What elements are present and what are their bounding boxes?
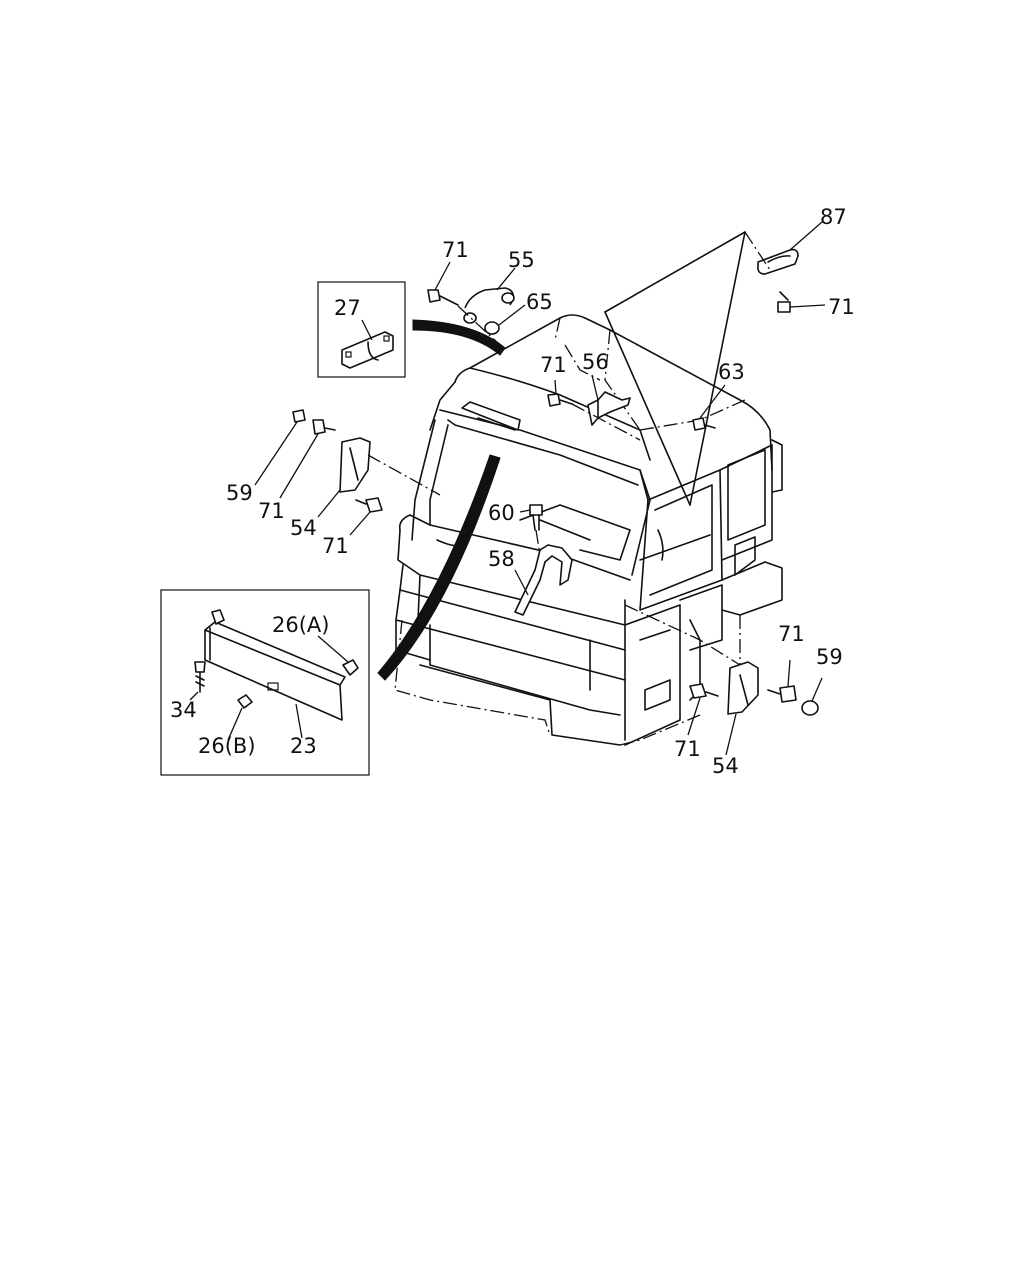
screw-34-icon xyxy=(194,661,206,673)
callout-58: 58 xyxy=(488,547,515,571)
arrow-23 xyxy=(377,454,501,681)
callout-59-left: 59 xyxy=(226,481,253,505)
bracket-56-group xyxy=(547,374,641,441)
handle-58-group xyxy=(514,504,573,616)
callout-87: 87 xyxy=(820,205,847,229)
cab-body xyxy=(394,314,783,746)
callout-60: 60 xyxy=(488,501,515,525)
grab-handle-87 xyxy=(604,221,826,506)
clip-26b-icon xyxy=(237,694,253,709)
callout-71-mid: 71 xyxy=(540,353,567,377)
callout-71-left-lower: 71 xyxy=(322,534,349,558)
handle-55-group xyxy=(427,261,526,346)
callout-34: 34 xyxy=(170,698,197,722)
callout-26a: 26(A) xyxy=(272,613,329,637)
callout-59-right: 59 xyxy=(816,645,843,669)
callout-55: 55 xyxy=(508,248,535,272)
inset-box-23 xyxy=(160,589,370,776)
callout-23: 23 xyxy=(290,734,317,758)
callout-27: 27 xyxy=(334,296,361,320)
callout-71-left: 71 xyxy=(258,499,285,523)
callout-54-left: 54 xyxy=(290,516,317,540)
mirror-bracket-right xyxy=(624,604,823,756)
callout-71-right-bottom: 71 xyxy=(674,737,701,761)
callout-26b: 26(B) xyxy=(198,734,256,758)
callout-71-top-right: 71 xyxy=(828,295,855,319)
clip-26a-icon xyxy=(342,659,359,676)
callout-65: 65 xyxy=(526,290,553,314)
mirror-bracket-left xyxy=(254,409,441,536)
inset-box-27 xyxy=(317,281,406,378)
callout-56: 56 xyxy=(582,350,609,374)
bracket-27-icon xyxy=(341,331,394,369)
callout-71-right-top: 71 xyxy=(778,622,805,646)
callout-labels: 87 71 71 55 65 27 71 56 63 59 71 54 71 6… xyxy=(170,205,855,778)
arrow-27 xyxy=(412,319,506,356)
callout-71-top: 71 xyxy=(442,238,469,262)
callout-54-right: 54 xyxy=(712,754,739,778)
sun-visor-icon xyxy=(204,629,343,721)
bolt-63 xyxy=(692,384,726,431)
callout-63: 63 xyxy=(718,360,745,384)
